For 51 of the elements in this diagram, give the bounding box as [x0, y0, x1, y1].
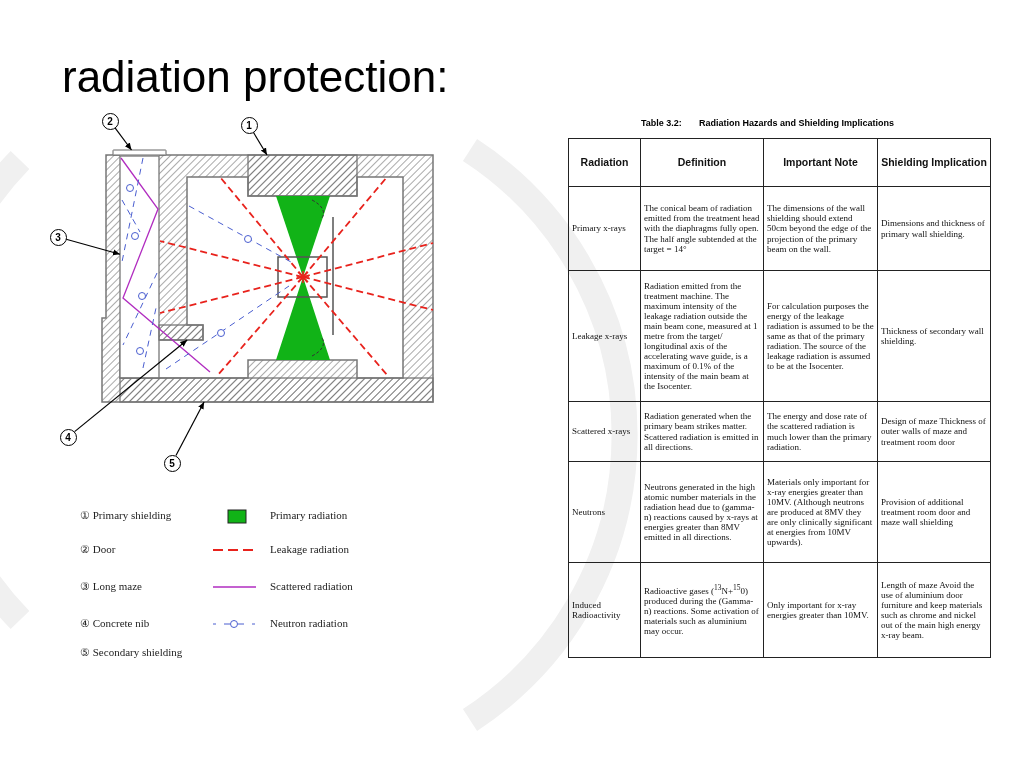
- table-cell: Thickness of secondary wall shielding.: [877, 270, 991, 402]
- row-header: Leakage x-rays: [568, 270, 641, 402]
- leader-line: [252, 131, 268, 156]
- key-text: ④ Concrete nib: [80, 617, 150, 630]
- table-cell: Neutrons generated in the high atomic number materials in the radiation head due to (gamma-n) reactions caused by x-rays at energies greater than 8MV emitted in all directions.: [640, 461, 764, 563]
- maze-corridor: [119, 155, 160, 379]
- table-cell: The energy and dose rate of the scattered radiation is much lower than the primary radiation.: [763, 401, 878, 462]
- table-cell: For calculation purposes the energy of the leakage radiation is assumed to be the same as that of the primary radiation. The source of the leakage radiation is assumed to be at the Isocenter.: [763, 270, 878, 402]
- key-text: ① Primary shielding: [80, 509, 172, 522]
- legend-text: Neutron radiation: [270, 617, 348, 629]
- leader-line: [74, 339, 188, 433]
- legend-text: Scattered radiation: [270, 580, 353, 592]
- column-header: Radiation: [568, 138, 641, 187]
- row-header: Induced Radioactivity: [568, 562, 641, 658]
- leader-line: [175, 401, 205, 457]
- table-cell: Radiation emitted from the treatment machine. The maximum intensity of the leakage radiation outside the main beam cone, measured at 1 metre from the target/ longitudinal axis of the accelerating wave guide, is a maximum of 0.1% of the intensity of the main beam at the Isocenter.: [640, 270, 764, 402]
- primary-shielding-wall: [247, 154, 358, 197]
- table-cell: Radiation generated when the primary beam strikes matter. Scattered radiation is emitted in all directions.: [640, 401, 764, 462]
- leader-line: [65, 238, 121, 256]
- callout-number: 3: [49, 228, 67, 246]
- table-cell: Design of maze Thickness of outer walls of maze and treatment room door: [877, 401, 991, 462]
- column-header: Definition: [640, 138, 764, 187]
- leader-line: [114, 127, 133, 151]
- key-text: ⑤ Secondary shielding: [80, 646, 183, 659]
- callout-number: 4: [59, 428, 77, 446]
- table-cell: Length of maze Avoid the use of aluminium door furniture and keep materials such as chrome and nickel out of the main high energy x-ray beam.: [877, 562, 991, 658]
- key-text: ③ Long maze: [80, 580, 142, 593]
- column-header: Shielding Implication: [877, 138, 991, 187]
- row-header: Scattered x-rays: [568, 401, 641, 462]
- table-cell: The conical beam of radiation emitted from the treatment head with the diaphragms fully open. The half angle subtended at the target = 14°: [640, 186, 764, 271]
- callout-number: 1: [240, 116, 258, 134]
- row-header: Neutrons: [568, 461, 641, 563]
- key-text: ② Door: [80, 543, 116, 556]
- legend-text: Leakage radiation: [270, 543, 350, 555]
- table-cell: Provision of additional treatment room door and maze wall shielding: [877, 461, 991, 563]
- secondary-shielding-wall: [119, 377, 434, 403]
- door: [112, 149, 167, 156]
- table-cell: Radioactive gases ($^{13}$N+$^{15}$0) produced during the (Gamma-n) reactions. Some activation of materials such as aluminium may occur.: [640, 562, 764, 658]
- callout-number: 5: [163, 454, 181, 472]
- legend-text: Primary radiation: [270, 509, 348, 521]
- column-header: Important Note: [763, 138, 878, 187]
- slide-title: radiation protection:: [62, 52, 449, 102]
- callout-number: 2: [101, 112, 119, 130]
- table-cell: The dimensions of the wall shielding should extend 50cm beyond the edge of the projection of the primary beam on the wall.: [763, 186, 878, 271]
- table-caption: Table 3.2:: [641, 118, 682, 128]
- table-caption: Radiation Hazards and Shielding Implications: [699, 118, 895, 128]
- row-header: Primary x-rays: [568, 186, 641, 271]
- table-cell: Only important for x-ray energies greater than 10MV.: [763, 562, 878, 658]
- concrete-nib: [158, 324, 204, 341]
- table-cell: Materials only important for x-ray energies greater than 10MV. (Although neutrons are produced at 8MV they are only clinically significant at energies from 10MV upwards).: [763, 461, 878, 563]
- table-cell: Dimensions and thickness of primary wall shielding.: [877, 186, 991, 271]
